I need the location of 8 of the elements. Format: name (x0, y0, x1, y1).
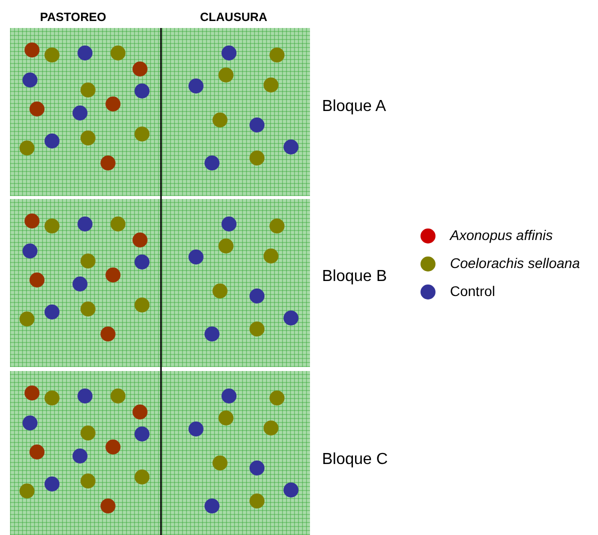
block-label: Bloque A (322, 98, 386, 116)
block-label: Bloque B (322, 268, 387, 286)
column-header: CLAUSURA (200, 10, 268, 24)
legend-label: Control (450, 283, 496, 299)
legend-label: Axonopus affinis (450, 227, 553, 243)
column-header: PASTOREO (40, 10, 106, 24)
legend-label: Coelorachis selloana (450, 255, 580, 271)
block-label: Bloque C (322, 451, 388, 469)
